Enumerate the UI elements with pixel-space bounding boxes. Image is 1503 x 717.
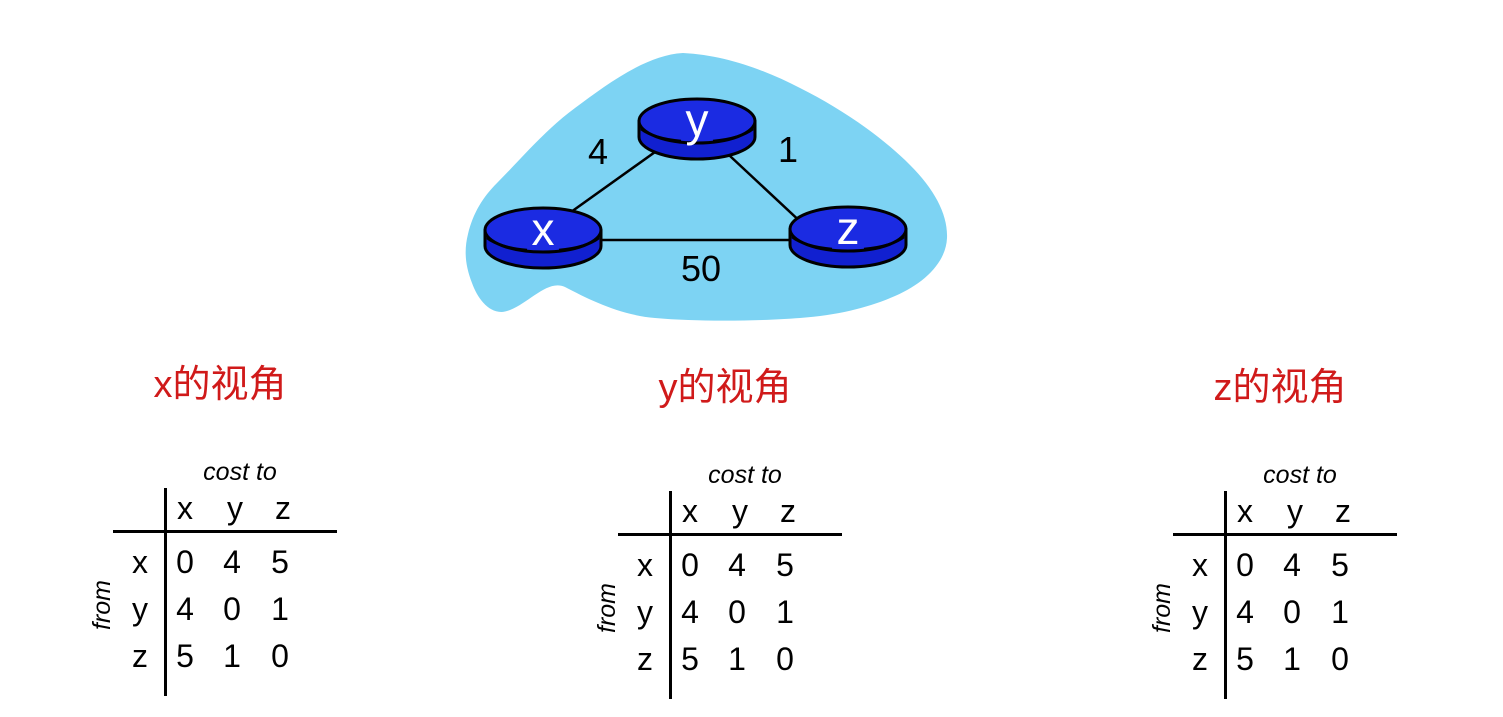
router-z: z <box>788 202 908 269</box>
router-x: x <box>483 203 603 270</box>
table-cell: 1 <box>728 641 746 677</box>
router-y-label: y <box>686 94 709 146</box>
row-label-z: z <box>637 641 653 677</box>
from-label: from <box>88 580 116 630</box>
table-cell: 0 <box>1331 641 1349 677</box>
table-x-title: x的视角 <box>153 364 287 406</box>
table-horizontal-rule <box>1173 533 1397 536</box>
table-cell: 0 <box>776 641 794 677</box>
table-cell: 4 <box>681 594 699 630</box>
table-cell: 5 <box>1331 547 1349 583</box>
col-header-x: x <box>1237 493 1253 529</box>
col-header-z: z <box>275 490 291 526</box>
table-cell: 5 <box>1236 641 1254 677</box>
table-cell: 1 <box>1331 594 1349 630</box>
table-cell: 0 <box>728 594 746 630</box>
row-label-x: x <box>132 544 148 580</box>
network-diagram: x y z 4 1 50 <box>465 53 948 321</box>
link-cost-x-y: 4 <box>588 131 608 172</box>
table-x-perspective: x的视角 cost to x y z from x 0 4 5 y 4 0 1 … <box>85 362 355 707</box>
table-vertical-rule <box>164 488 167 696</box>
table-cell: 0 <box>1283 594 1301 630</box>
from-label: from <box>1148 583 1176 633</box>
col-header-y: y <box>1287 493 1303 529</box>
row-label-y: y <box>132 591 148 627</box>
table-cell: 5 <box>681 641 699 677</box>
cost-to-label: cost to <box>203 458 277 486</box>
row-label-z: z <box>132 638 148 674</box>
table-y-title: y的视角 <box>658 367 792 409</box>
table-z-perspective: z的视角 cost to x y z from x 0 4 5 y 4 0 1 … <box>1145 365 1415 710</box>
row-label-x: x <box>1192 547 1208 583</box>
row-label-y: y <box>637 594 653 630</box>
table-cell: 4 <box>1236 594 1254 630</box>
col-header-z: z <box>1335 493 1351 529</box>
router-z-label: z <box>837 202 860 254</box>
table-cell: 4 <box>728 547 746 583</box>
router-y: y <box>637 94 757 161</box>
link-cost-x-z: 50 <box>681 248 721 289</box>
table-cell: 5 <box>776 547 794 583</box>
table-cell: 0 <box>1236 547 1254 583</box>
table-cell: 5 <box>176 638 194 674</box>
table-cell: 0 <box>176 544 194 580</box>
table-cell: 1 <box>1283 641 1301 677</box>
cost-to-label: cost to <box>708 461 782 489</box>
from-label: from <box>593 583 621 633</box>
table-horizontal-rule <box>618 533 842 536</box>
row-label-y: y <box>1192 594 1208 630</box>
row-label-z: z <box>1192 641 1208 677</box>
cost-to-label: cost to <box>1263 461 1337 489</box>
col-header-y: y <box>732 493 748 529</box>
row-label-x: x <box>637 547 653 583</box>
col-header-x: x <box>682 493 698 529</box>
table-cell: 4 <box>1283 547 1301 583</box>
col-header-y: y <box>227 490 243 526</box>
table-vertical-rule <box>669 491 672 699</box>
table-cell: 4 <box>176 591 194 627</box>
table-cell: 4 <box>223 544 241 580</box>
table-cell: 5 <box>271 544 289 580</box>
table-cell: 1 <box>223 638 241 674</box>
table-y-perspective: y的视角 cost to x y z from x 0 4 5 y 4 0 1 … <box>590 365 860 710</box>
table-cell: 1 <box>776 594 794 630</box>
router-x-label: x <box>532 203 555 255</box>
table-cell: 0 <box>271 638 289 674</box>
table-cell: 0 <box>681 547 699 583</box>
table-horizontal-rule <box>113 530 337 533</box>
col-header-z: z <box>780 493 796 529</box>
table-vertical-rule <box>1224 491 1227 699</box>
col-header-x: x <box>177 490 193 526</box>
link-cost-y-z: 1 <box>778 129 798 170</box>
table-cell: 1 <box>271 591 289 627</box>
table-cell: 0 <box>223 591 241 627</box>
table-z-title: z的视角 <box>1213 367 1347 409</box>
